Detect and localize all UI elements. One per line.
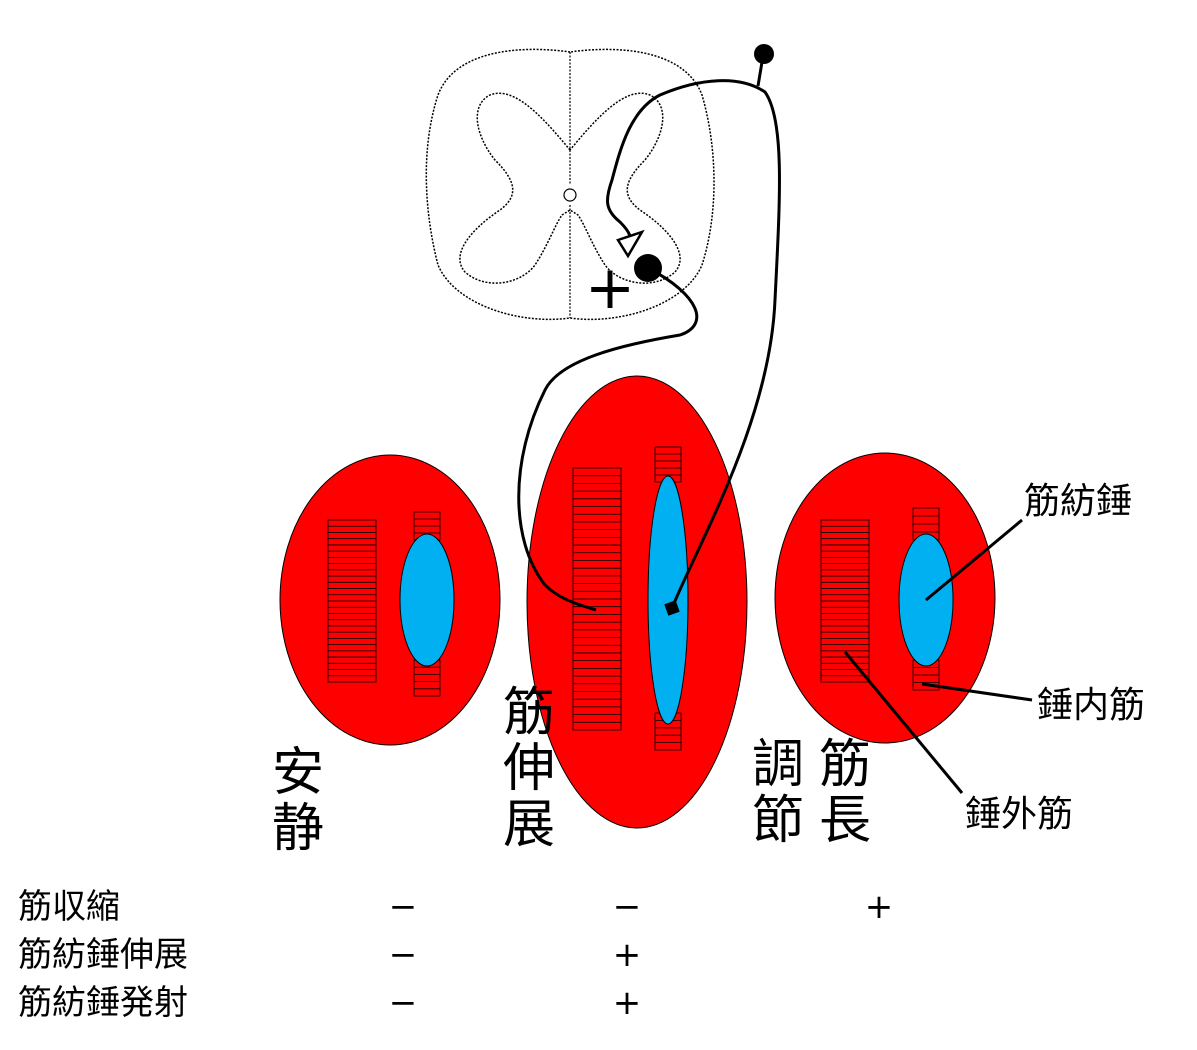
state-regulation-char-2: 節 — [752, 791, 804, 851]
muscles — [279, 375, 996, 829]
intrafusal-label: 錘内筋 — [1037, 685, 1145, 726]
muscle-fibers — [327, 446, 940, 751]
synapse-terminal-icon — [616, 229, 645, 259]
table-cell: + — [865, 887, 894, 927]
table-cell: − — [389, 983, 418, 1023]
muscle-rest — [279, 454, 501, 746]
state-length-char-2: 長 — [819, 791, 871, 851]
spindle-leader-line — [925, 518, 1023, 602]
state-regulation-char-1: 調 — [752, 735, 804, 795]
state-length-char-1: 筋 — [819, 735, 871, 795]
spindle-stretch — [647, 475, 689, 725]
table-cell: − — [389, 935, 418, 975]
spindle-label: 筋紡錘 — [1024, 481, 1132, 522]
motor-neuron-body-icon — [634, 254, 662, 282]
gray-matter — [459, 92, 681, 284]
spinal-cord-outline — [425, 48, 715, 321]
state-stretch-char-2: 伸 — [503, 739, 555, 799]
spinal-cord — [425, 48, 715, 321]
motor-efferent-path — [517, 266, 699, 612]
extrafusal-fiber-stretch — [572, 467, 622, 731]
extrafusal-label: 錘外筋 — [965, 794, 1073, 835]
table-cell: + — [613, 935, 642, 975]
sensory-afferent-path — [606, 79, 781, 609]
spindle-rest — [399, 533, 455, 667]
spindles — [399, 475, 954, 725]
excitatory-plus-sign: + — [585, 253, 635, 323]
table-row-label: 筋収縮 — [18, 887, 120, 927]
intrafusal-fiber-stretch-bottom — [654, 712, 682, 751]
central-canal — [563, 188, 577, 202]
extrafusal-fiber-contract — [820, 519, 870, 683]
extrafusal-leader-line — [843, 651, 964, 794]
muscle-stretch — [526, 375, 748, 829]
table-row-label: 筋紡錘発射 — [18, 983, 188, 1023]
state-stretch-char-1: 筋 — [503, 683, 555, 743]
table-cell: + — [613, 983, 642, 1023]
intrafusal-leader-line — [921, 682, 1033, 702]
state-rest-char-2: 静 — [272, 799, 324, 859]
sensory-cell-body-icon — [754, 44, 774, 64]
muscle-contract — [774, 452, 996, 744]
state-stretch-char-3: 展 — [503, 795, 555, 855]
state-rest-char-1: 安 — [272, 743, 324, 803]
table-cell: − — [389, 887, 418, 927]
extrafusal-fiber-rest — [327, 519, 377, 683]
result-table: 筋収縮 筋紡錘伸展 筋紡錘発射 − − + − + − + — [18, 887, 893, 1023]
table-cell: − — [613, 887, 642, 927]
sensory-ending-icon — [664, 600, 680, 616]
callout-lines — [843, 518, 1033, 794]
table-row-label: 筋紡錘伸展 — [18, 935, 188, 975]
